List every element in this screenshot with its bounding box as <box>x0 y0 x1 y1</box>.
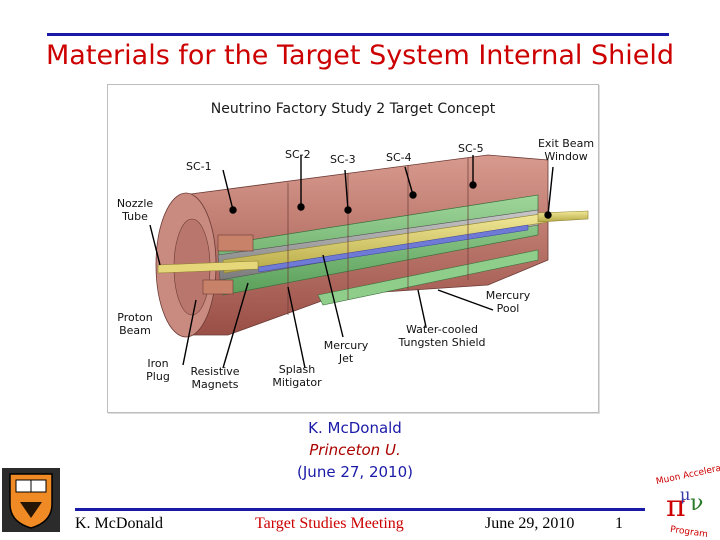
label-sc4: SC-4 <box>386 151 412 164</box>
svg-text:μ: μ <box>680 485 690 504</box>
label-iron-plug: Iron Plug <box>146 357 170 383</box>
footer-meeting: Target Studies Meeting <box>255 515 404 532</box>
credit-date: (June 27, 2010) <box>297 463 413 481</box>
svg-text:π: π <box>666 489 686 524</box>
slide-title: Materials for the Target System Internal… <box>46 40 674 71</box>
footer-date: June 29, 2010 <box>485 515 575 532</box>
label-proton-beam: Proton Beam <box>117 311 153 337</box>
target-system-cutaway-drawing <box>149 154 589 369</box>
target-concept-figure: Neutrino Factory Study 2 Target Concept <box>107 84 599 413</box>
label-nozzle-tube: Nozzle Tube <box>116 197 154 223</box>
label-sc5: SC-5 <box>458 142 484 155</box>
princeton-shield-logo <box>2 468 60 532</box>
footer-rule <box>75 508 645 511</box>
label-sc1: SC-1 <box>186 160 212 173</box>
muon-accelerator-program-logo: Muon Accelerator π ν μ Program <box>655 461 720 538</box>
title-top-rule <box>47 33 669 36</box>
svg-text:Muon Accelerator: Muon Accelerator <box>655 461 720 487</box>
label-resistive-magnets: Resistive Magnets <box>190 365 240 391</box>
label-mercury-jet: Mercury Jet <box>323 339 369 365</box>
credit-affiliation: Princeton U. <box>309 441 401 459</box>
svg-text:Program: Program <box>669 525 708 538</box>
label-sc2: SC-2 <box>285 148 311 161</box>
footer-author: K. McDonald <box>75 515 163 532</box>
svg-text:ν: ν <box>690 491 703 516</box>
label-splash-mitigator: Splash Mitigator <box>272 363 322 389</box>
footer-page-number: 1 <box>615 515 623 532</box>
figure-title: Neutrino Factory Study 2 Target Concept <box>210 101 496 117</box>
label-water-cooled-shield: Water-cooled Tungsten Shield <box>398 323 486 349</box>
label-mercury-pool: Mercury Pool <box>485 289 531 315</box>
credit-name: K. McDonald <box>308 419 402 437</box>
label-sc3: SC-3 <box>330 153 356 166</box>
label-exit-beam-window: Exit Beam Window <box>537 137 595 163</box>
